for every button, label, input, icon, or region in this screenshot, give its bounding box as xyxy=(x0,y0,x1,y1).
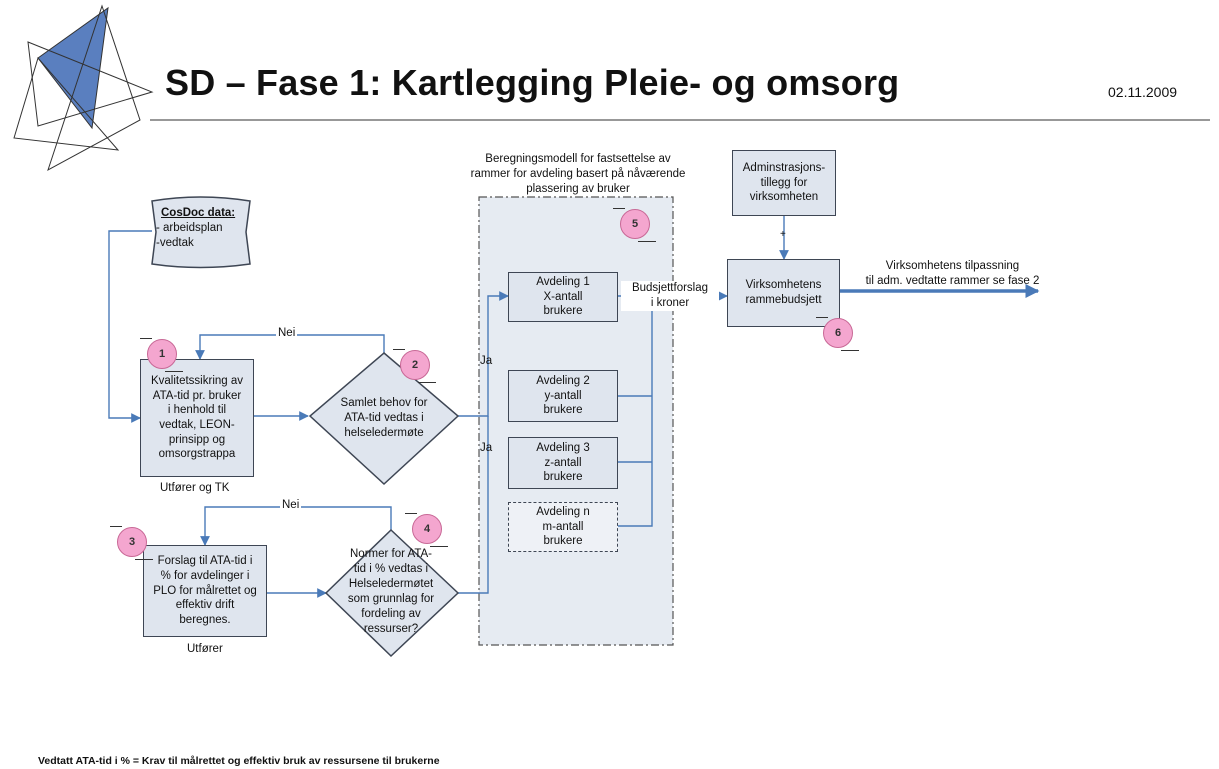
box3-caption: Utfører xyxy=(187,643,223,655)
adjustment-label: Virksomhetens tilpassning til adm. vedta… xyxy=(865,260,1040,287)
step-badge-3: 3 xyxy=(110,526,153,560)
cosdoc-data-node: CosDoc data: - arbeidsplan -vedtak xyxy=(152,201,248,265)
step-badge-2: 2 xyxy=(393,349,436,383)
process-box-3: Forslag til ATA-tid i% for avdelinger i … xyxy=(143,545,267,637)
budget-proposal-label: Budsjettforslag i kroner xyxy=(621,281,719,311)
box1-caption: Utfører og TK xyxy=(160,482,230,494)
cosdoc-line2: -vedtak xyxy=(156,236,194,249)
nei-label-bottom: Nei xyxy=(280,499,302,511)
step-badge-4: 4 xyxy=(405,513,448,547)
nei-label-top: Nei xyxy=(276,327,298,339)
decision-4-text: Normer for ATA- tid i % vedtas i Helsele… xyxy=(347,548,435,635)
decision-2-text: Samlet behov for ATA-tid vedtas i helsel… xyxy=(340,397,428,439)
step-badge-1: 1 xyxy=(140,338,183,372)
ja-label-bottom: Ja xyxy=(480,442,493,454)
footer-note: Vedtatt ATA-tid i % = Krav til målrettet… xyxy=(38,755,440,767)
step-badge-5: 5 xyxy=(613,208,656,242)
ja-label-top: Ja xyxy=(480,355,493,367)
logo-triangles xyxy=(13,4,154,172)
model-caption: Beregningsmodell for fastsettelse av ram… xyxy=(470,153,686,195)
cosdoc-line1: - arbeidsplan xyxy=(156,221,223,234)
cosdoc-title: CosDoc data: xyxy=(161,207,236,219)
plus-label: + xyxy=(780,229,786,240)
page-title: SD – Fase 1: Kartlegging Pleie- og omsor… xyxy=(165,62,900,103)
step-badge-6: 6 xyxy=(816,317,859,351)
date-label: 02.11.2009 xyxy=(1108,84,1178,100)
